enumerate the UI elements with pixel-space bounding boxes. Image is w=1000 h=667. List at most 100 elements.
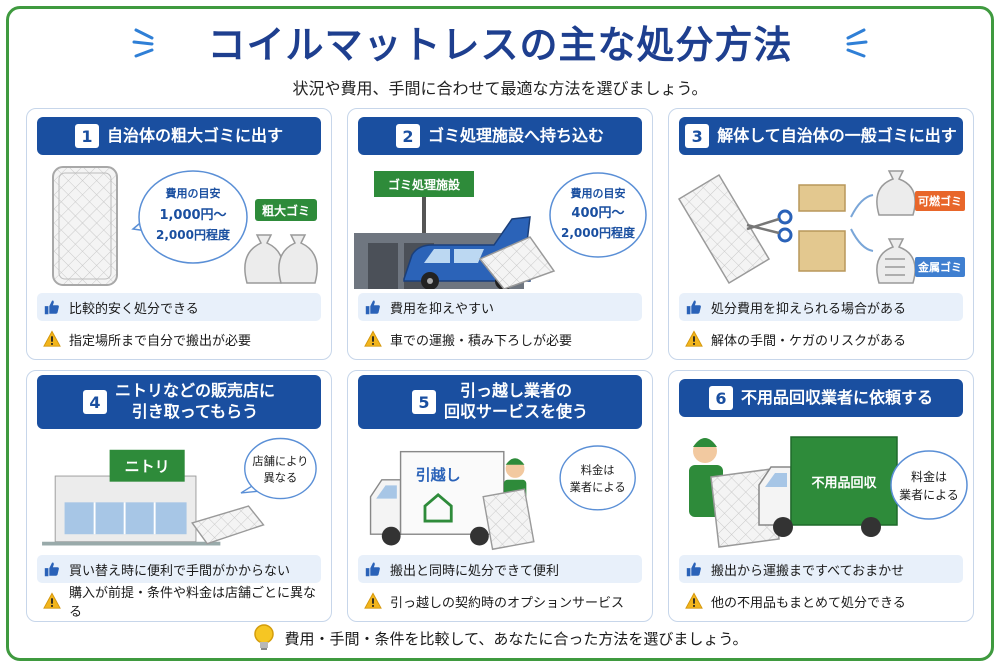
method-card-2: 2 ゴミ処理施設へ持ち込む ゴミ処理施設 費用の目安 400円〜 bbox=[347, 108, 653, 360]
cost-value-1: 1,000円〜 bbox=[159, 208, 226, 223]
method-card-1: 1 自治体の粗大ゴミに出す 費用の目安 1,000円〜 2,000円程度 粗大ゴ… bbox=[26, 108, 332, 360]
garbage-bag-metal bbox=[876, 238, 916, 284]
moving-truck-illustration: 引越し 料金は 業者による bbox=[369, 445, 636, 551]
cost-bubble: 費用の目安 400円〜 2,000円程度 bbox=[549, 172, 647, 258]
con-text: 車での運搬・積み下ろしが必要 bbox=[390, 333, 573, 349]
thumbs-up-icon bbox=[685, 298, 703, 316]
burnable-tag bbox=[915, 191, 965, 211]
truck-label: 引越し bbox=[416, 466, 461, 484]
card-header: 4 ニトリなどの販売店に 引き取ってもらう bbox=[37, 375, 321, 429]
pro-text: 比較的安く処分できる bbox=[69, 301, 199, 317]
store-building: ニトリ bbox=[42, 449, 221, 546]
warning-icon bbox=[364, 330, 382, 348]
burnable-tag-label: 可燃ゴミ bbox=[918, 194, 962, 208]
pro-text: 処分費用を抑えられる場合がある bbox=[711, 301, 907, 317]
card-title: 解体して自治体の一般ゴミに出す bbox=[717, 125, 957, 145]
card-header: 1 自治体の粗大ゴミに出す bbox=[37, 117, 321, 155]
garbage-bags-icon bbox=[244, 234, 318, 284]
sparkle-lines-left bbox=[132, 28, 154, 58]
mattress-image bbox=[52, 166, 118, 286]
mattress-image bbox=[478, 236, 556, 289]
warning-icon bbox=[685, 330, 703, 348]
con-row: 購入が前提・条件や料金は店舗ごとに異なる bbox=[37, 586, 321, 620]
card-title: ニトリなどの販売店に 引き取ってもらう bbox=[115, 381, 275, 423]
card-number: 4 bbox=[82, 390, 107, 414]
scissors-icon bbox=[746, 209, 793, 243]
card-number: 5 bbox=[411, 390, 436, 414]
method-card-3: 3 解体して自治体の一般ゴミに出す 可燃ゴミ 金属ゴミ bbox=[668, 108, 974, 360]
facility-illustration: ゴミ処理施設 費用の目安 400円〜 2,000円程度 bbox=[354, 171, 647, 289]
method-card-6: 6 不用品回収業者に依頼する 不用品回収 料金は 業者による 搬出から運搬まです… bbox=[668, 370, 974, 622]
con-row: 指定場所まで自分で搬出が必要 bbox=[37, 325, 321, 353]
thumbs-up-icon bbox=[364, 560, 382, 578]
cost-label: 費用の目安 bbox=[165, 186, 221, 200]
thumbs-up-icon bbox=[685, 560, 703, 578]
method-card-5: 5 引っ越し業者の 回収サービスを使う 引越し 料金は 業者による bbox=[347, 370, 653, 622]
card-title-line-1: 引っ越し業者の bbox=[459, 381, 572, 401]
pro-row: 処分費用を抑えられる場合がある bbox=[679, 293, 963, 321]
dismantle-illustration: 可燃ゴミ 金属ゴミ bbox=[677, 170, 965, 285]
footer-tip: 費用・手間・条件を比較して、あなたに合った方法を選びましょう。 bbox=[0, 624, 1000, 652]
garbage-bag-burnable bbox=[876, 170, 916, 216]
dismantled-parts bbox=[798, 184, 846, 272]
pro-row: 費用を抑えやすい bbox=[358, 293, 642, 321]
bubble-line-2: 業者による bbox=[570, 481, 626, 494]
card-number: 3 bbox=[685, 124, 710, 148]
card-title: 自治体の粗大ゴミに出す bbox=[106, 125, 283, 145]
store-sign: ニトリ bbox=[125, 457, 170, 475]
card-number: 6 bbox=[708, 386, 733, 410]
info-bubble: 店舗により 異なる bbox=[240, 437, 317, 500]
bubble-line-2: 業者による bbox=[899, 488, 959, 502]
card-number: 2 bbox=[395, 124, 420, 148]
card-title-line-2: 回収サービスを使う bbox=[443, 402, 588, 421]
bubble-line-2: 異なる bbox=[264, 472, 298, 485]
warning-icon bbox=[364, 592, 382, 610]
mattress-image bbox=[191, 505, 265, 545]
con-text: 購入が前提・条件や料金は店舗ごとに異なる bbox=[69, 586, 317, 620]
card-title: 不用品回収業者に依頼する bbox=[740, 387, 933, 407]
metal-tag bbox=[915, 257, 965, 277]
pro-row: 搬出から運搬まですべておまかせ bbox=[679, 555, 963, 583]
oversized-tag-label: 粗大ゴミ bbox=[262, 203, 310, 218]
card-title-line-1: ニトリなどの販売店に bbox=[114, 381, 275, 401]
cost-value-2: 2,000円程度 bbox=[561, 225, 636, 240]
card-title: 引っ越し業者の 回収サービスを使う bbox=[444, 381, 588, 423]
lightbulb-icon bbox=[253, 624, 274, 650]
mattress-image bbox=[482, 488, 535, 551]
info-bubble: 料金は 業者による bbox=[890, 450, 968, 520]
con-text: 解体の手間・ケガのリスクがある bbox=[711, 333, 907, 349]
con-row: 引っ越しの契約時のオプションサービス bbox=[358, 587, 642, 615]
pro-text: 買い替え時に便利で手間がかからない bbox=[69, 563, 291, 579]
card-header: 2 ゴミ処理施設へ持ち込む bbox=[358, 117, 642, 155]
card-header: 5 引っ越し業者の 回収サービスを使う bbox=[358, 375, 642, 429]
cost-value-1: 400円〜 bbox=[571, 206, 624, 221]
pro-text: 搬出と同時に処分できて便利 bbox=[390, 563, 560, 579]
moving-truck: 引越し bbox=[369, 450, 505, 546]
page-subtitle: 状況や費用、手間に合わせて最適な方法を選びましょう。 bbox=[292, 79, 708, 98]
card-header: 3 解体して自治体の一般ゴミに出す bbox=[679, 117, 963, 155]
pro-text: 搬出から運搬まですべておまかせ bbox=[711, 563, 905, 579]
page-title: コイルマットレスの主な処分方法 bbox=[207, 23, 793, 67]
thumbs-up-icon bbox=[364, 298, 382, 316]
info-bubble: 料金は 業者による bbox=[559, 445, 636, 511]
con-text: 指定場所まで自分で搬出が必要 bbox=[69, 333, 252, 349]
pro-text: 費用を抑えやすい bbox=[390, 301, 495, 317]
card-header: 6 不用品回収業者に依頼する bbox=[679, 379, 963, 417]
oversized-garbage-illustration: 費用の目安 1,000円〜 2,000円程度 粗大ゴミ bbox=[52, 166, 318, 286]
junk-removal-illustration: 不用品回収 料金は 業者による bbox=[689, 436, 968, 548]
con-text: 引っ越しの契約時のオプションサービス bbox=[390, 595, 625, 611]
facility-sign: ゴミ処理施設 bbox=[388, 177, 461, 192]
thumbs-up-icon bbox=[43, 298, 61, 316]
pro-row: 買い替え時に便利で手間がかからない bbox=[37, 555, 321, 583]
cost-bubble: 費用の目安 1,000円〜 2,000円程度 bbox=[131, 170, 248, 264]
con-text: 他の不用品もまとめて処分できる bbox=[711, 595, 906, 611]
bubble-line-1: 料金は bbox=[911, 469, 947, 484]
card-number: 1 bbox=[74, 124, 99, 148]
warning-icon bbox=[43, 592, 61, 610]
sparkle-lines-right bbox=[846, 28, 868, 58]
mattress-image bbox=[677, 173, 771, 285]
store-illustration: ニトリ 店舗により 異なる bbox=[42, 437, 317, 546]
metal-tag-label: 金属ゴミ bbox=[917, 260, 962, 274]
junk-truck: 不用品回収 bbox=[758, 436, 898, 537]
con-row: 他の不用品もまとめて処分できる bbox=[679, 587, 963, 615]
